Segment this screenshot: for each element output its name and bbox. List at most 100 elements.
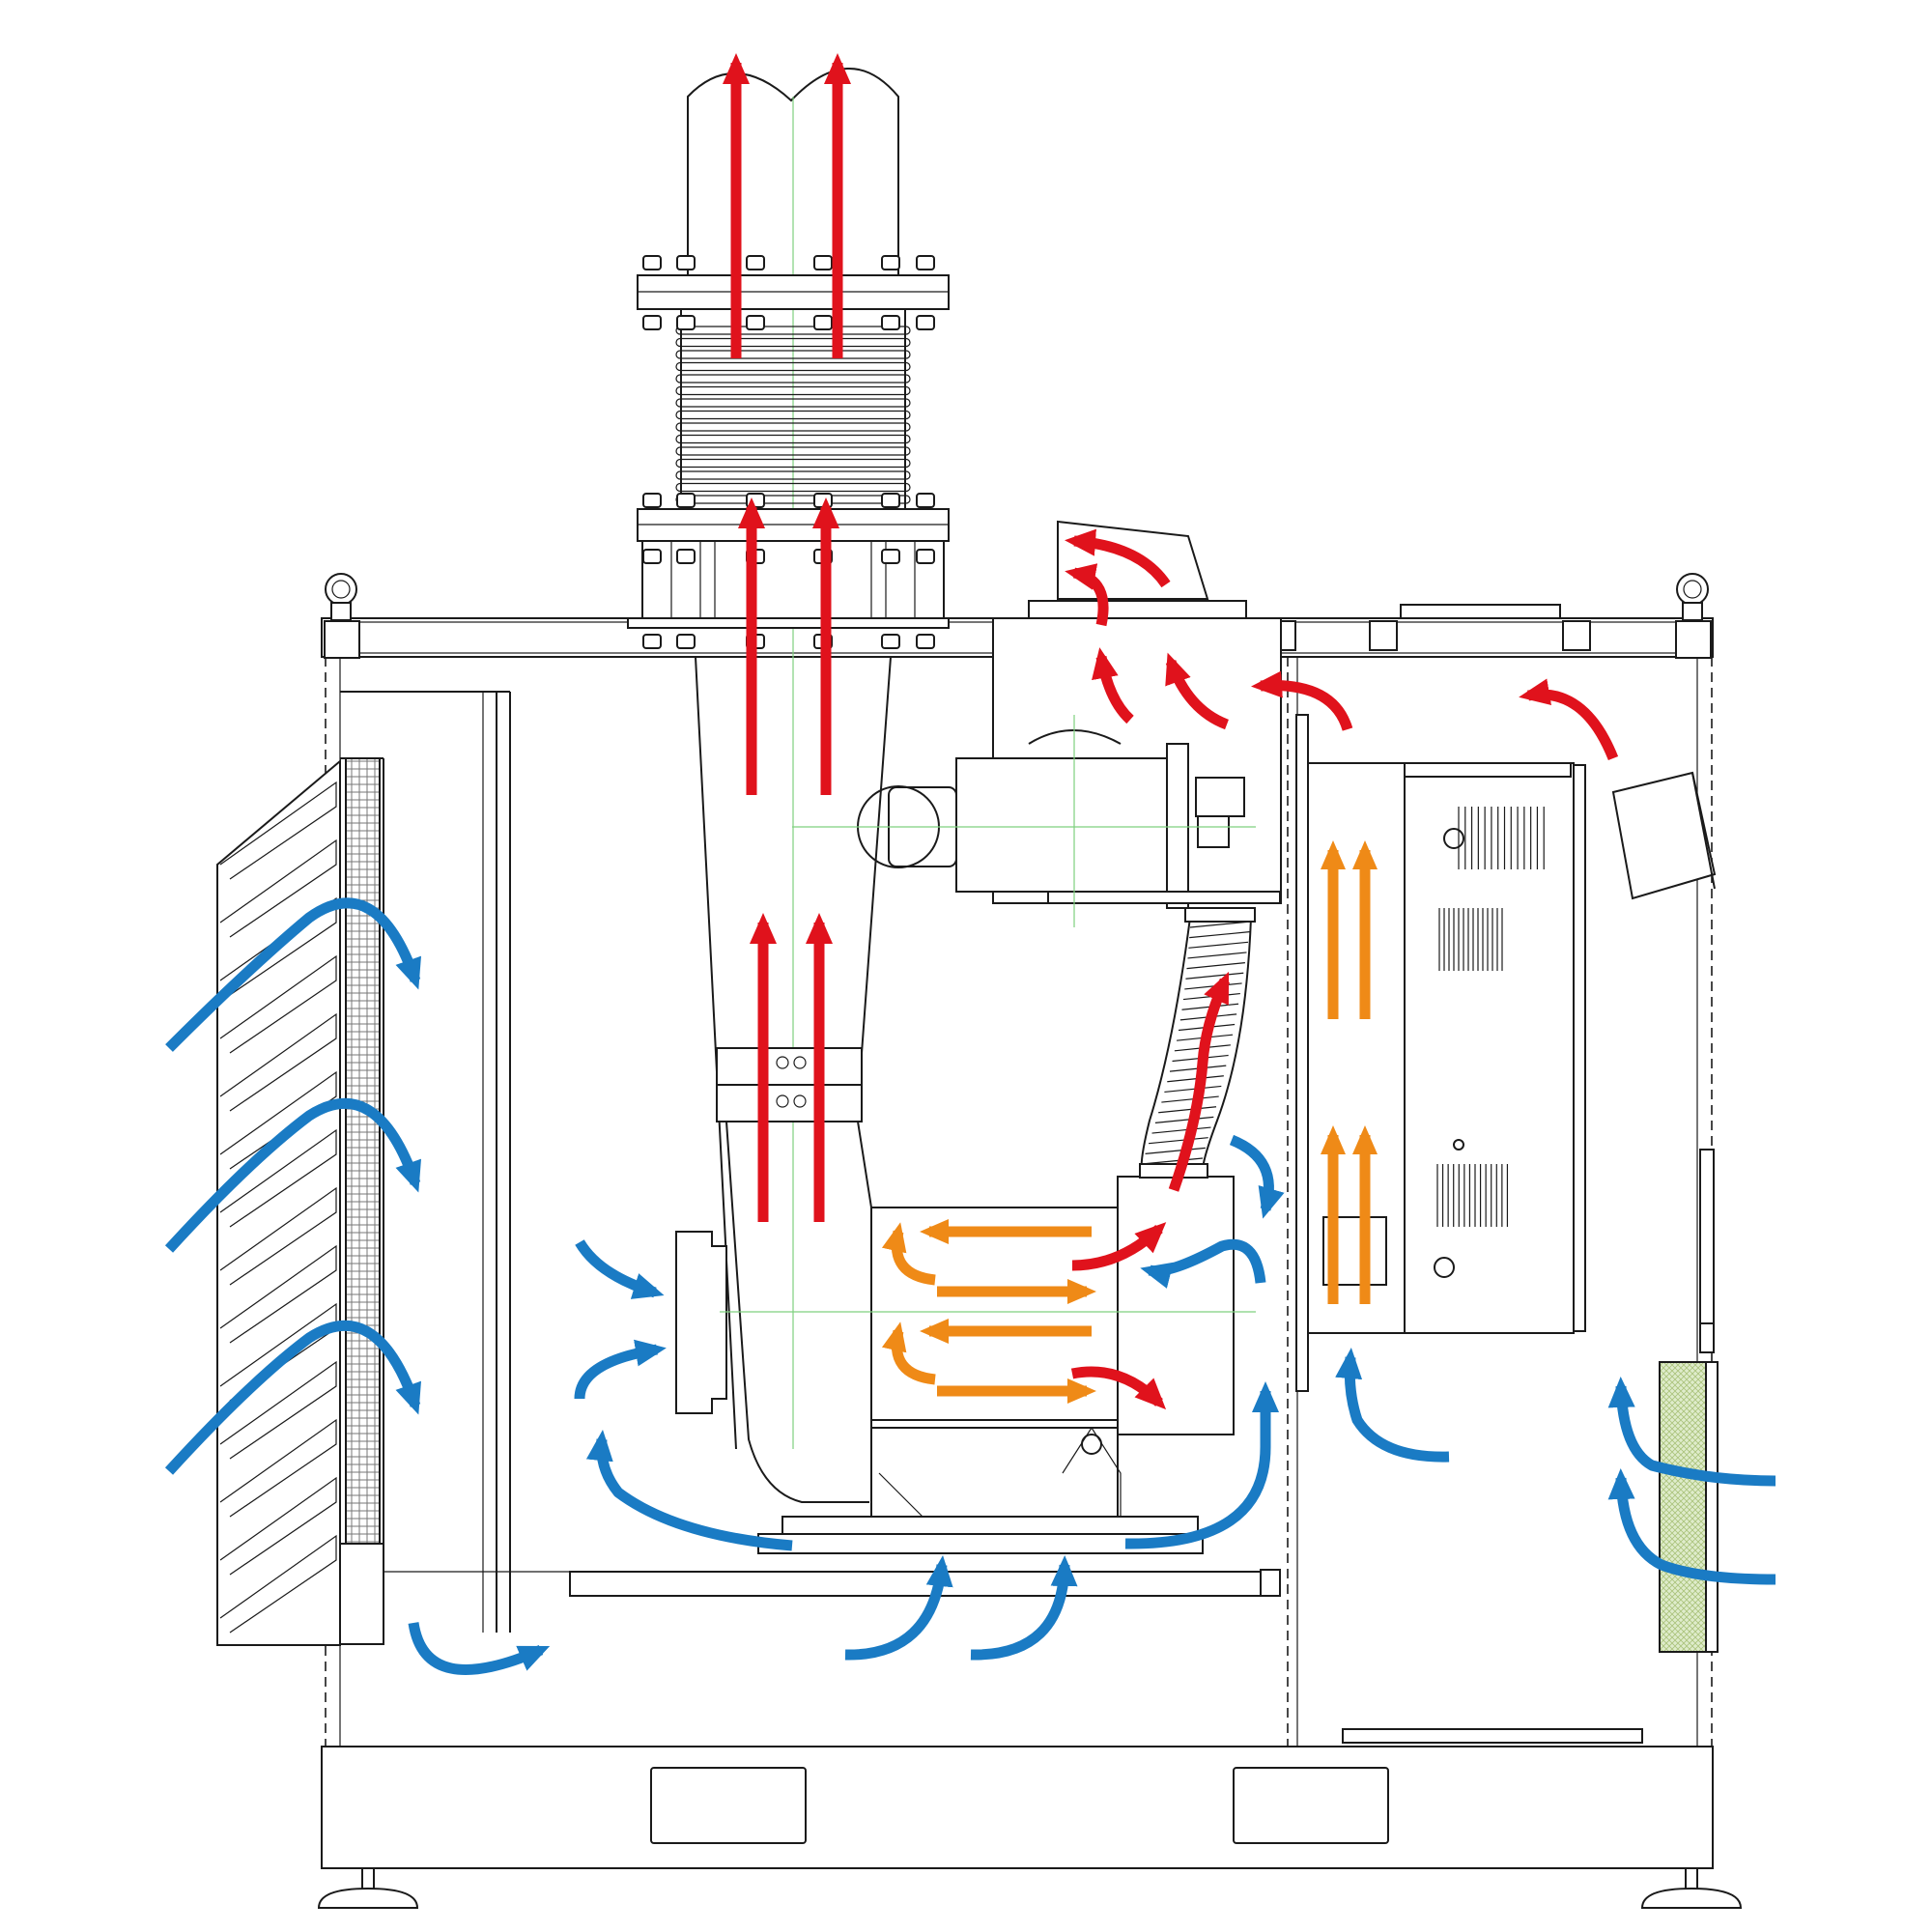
hose-rib [1185,972,1244,980]
bolt [642,549,662,564]
bolt [916,634,935,649]
cooling-air-arrow [844,1555,953,1661]
bolt [916,549,935,564]
cooling-air-arrow [1229,1134,1285,1219]
exhaust-arrow [1071,1222,1167,1271]
hose-rib [1161,1095,1219,1103]
flow-arrows [164,53,1776,1675]
roof-plate-center [1028,600,1247,619]
cooling-air-arrow [164,1320,421,1475]
generator-end-cap [1117,1176,1235,1435]
cooling-air-arrow [585,1430,793,1551]
roof-plate-right [1400,604,1561,619]
louver-blade [219,781,337,880]
exhaust-arrow [1092,647,1134,724]
cooling-air-arrow [1607,1377,1776,1487]
bellows-ring [675,470,911,480]
louver-blade [219,1128,337,1228]
exhaust-arrow [1519,678,1619,761]
floor-plate-right [1342,1728,1643,1744]
intake-flange [675,1231,727,1414]
louver-blades [219,781,337,1634]
hose-rib [1145,1147,1206,1154]
right-inlet [1611,771,1719,1653]
bolt [642,255,662,270]
cooling-air-arrow [1335,1348,1450,1463]
cooling-air-arrow [165,897,421,1052]
cooling-air-arrow [574,1339,667,1400]
hose-rib [1189,931,1250,939]
lifting-eye-right [1676,573,1709,621]
bellows-ring [675,350,911,359]
lifting-eye-left [325,573,357,621]
bellows-ring [675,446,911,456]
bolt [881,549,900,564]
louver-blade [219,1418,337,1518]
base-cutout-left [650,1767,807,1844]
cooling-air-arrow [1607,1468,1776,1585]
louver-blade [219,1012,337,1112]
hose-rib [1149,1137,1208,1145]
engine-body-left [725,1121,869,1503]
bellows-ring [675,482,911,493]
exhaust-arrow [1065,563,1109,627]
cooling-air-arrow [164,1097,421,1253]
bellows-ring [675,326,911,335]
bolt [676,549,696,564]
cooling-air-arrow [970,1555,1078,1661]
louver-blade [219,954,337,1054]
hose-top-collar [1184,907,1256,923]
exhaust-arrow [1070,1366,1167,1410]
hose-rib [1182,992,1240,1001]
exhaust-arrow [1065,528,1171,588]
louver-blade [219,838,337,938]
motor-end-plate [1166,743,1189,909]
hose-rib [1184,982,1242,990]
bolt [746,493,765,508]
bolt [642,634,662,649]
foot-left [317,1867,419,1909]
hose-rib [1187,952,1247,959]
bellows-ring [675,434,911,444]
bolt [916,493,935,508]
engine-assembly [569,1047,1281,1597]
bolt [676,315,696,330]
bellows-ring [675,458,911,469]
warm-air-arrow [881,1222,936,1286]
louver-blade [219,1186,337,1286]
engine-base-plate [781,1516,1199,1535]
bolt [642,315,662,330]
bellows-ring [675,422,911,432]
hose-rib [1186,962,1245,970]
bellows-ring [675,337,911,348]
cooling-air-arrow [1124,1381,1279,1549]
flange-bolts [642,255,935,649]
bolt [916,315,935,330]
louver-blade [219,1244,337,1344]
bolt [676,255,696,270]
bellows-ring [675,361,911,372]
bolt [881,634,900,649]
warm-air-arrow [881,1321,936,1385]
bolt [916,255,935,270]
bellows-side [680,309,906,509]
cooling-air-arrow [575,1239,665,1299]
hose-rib [1154,1116,1214,1123]
left-louver [216,757,384,1646]
bolt [676,493,696,508]
engine-body-top [857,1121,1121,1208]
bolt [746,315,765,330]
motor-body [955,757,1168,893]
bellows-ring [675,385,911,396]
louver-blade [219,1534,337,1634]
bolt [813,493,833,508]
electrical-cabinet [1295,714,1586,1392]
base-frame [321,1746,1714,1869]
right-vent-hood [1611,771,1717,900]
solenoid-valve [1195,777,1245,817]
cabinet-door [1404,762,1575,1334]
air-filter-left [345,757,381,1547]
bolt [813,255,833,270]
